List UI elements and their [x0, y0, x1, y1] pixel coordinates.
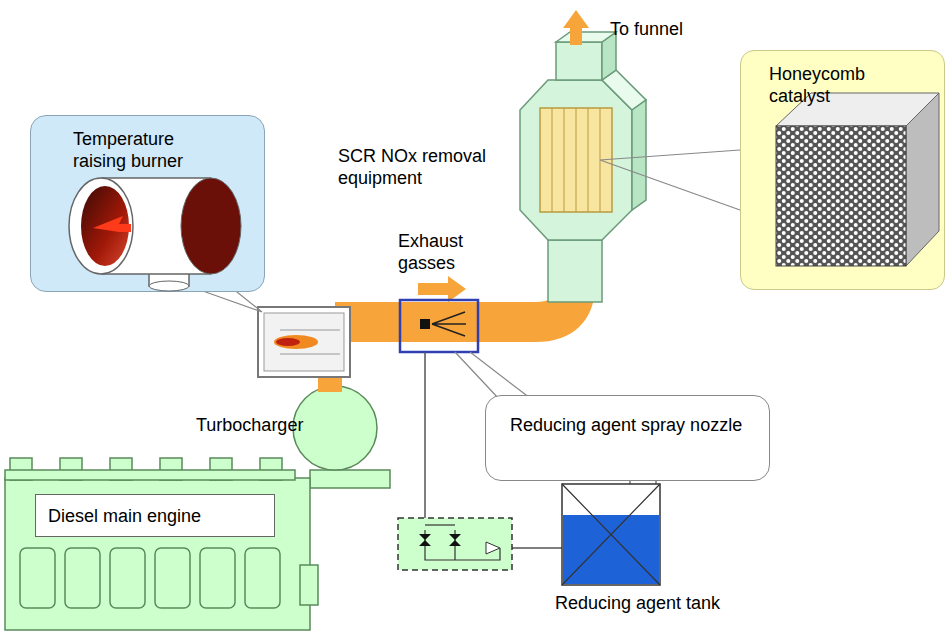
callout-bubble: Reducing agent spray nozzle — [485, 395, 770, 481]
flow-arrow — [418, 276, 466, 302]
label-box: Diesel main engine — [35, 494, 275, 537]
node-text: Honeycomb catalyst — [769, 63, 899, 107]
engine-drawing — [5, 386, 390, 630]
node-text: Reducing agent spray nozzle — [510, 414, 760, 436]
exhaust-pipe — [330, 285, 575, 392]
node-text: Temperature raising burner — [73, 128, 203, 172]
part-label: Reducing agent tank — [555, 592, 775, 614]
burner-housing — [258, 307, 350, 377]
leader-lines — [200, 150, 740, 400]
flow-arrow — [563, 10, 589, 45]
part-label: Turbocharger — [196, 414, 316, 436]
callout-bubble: Temperature raising burner — [30, 115, 265, 292]
spray-nozzle — [400, 300, 478, 352]
flow-label: To funnel — [610, 18, 690, 40]
node-text: Diesel main engine — [48, 505, 258, 527]
valve-unit — [398, 518, 512, 570]
flow-label: Exhaust gasses — [398, 230, 493, 274]
scr-reactor — [520, 32, 646, 302]
equipment-label: SCR NOx removal equipment — [338, 145, 513, 189]
callout-bubble: Honeycomb catalyst — [740, 50, 945, 290]
reducing-agent-tank — [562, 477, 660, 585]
